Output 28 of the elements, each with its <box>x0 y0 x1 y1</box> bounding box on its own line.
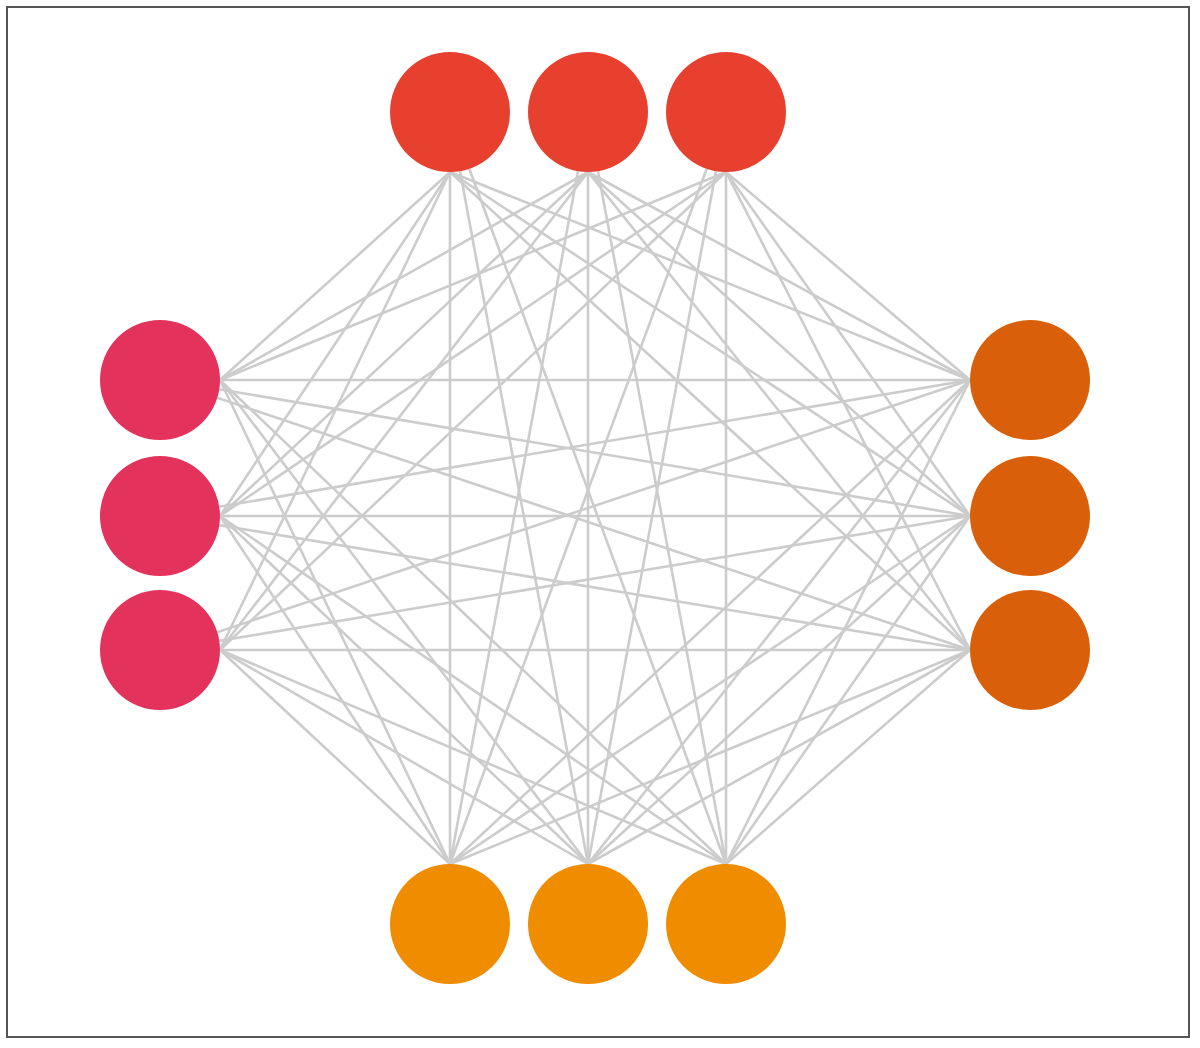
connector-line <box>219 379 727 865</box>
connector-line <box>449 171 971 651</box>
connector-line <box>724 172 728 864</box>
connector-line <box>724 379 972 865</box>
connector-line <box>448 172 452 864</box>
connector-line <box>219 648 727 866</box>
connector-line <box>220 648 970 652</box>
connector-line <box>724 515 972 865</box>
connector-line <box>449 170 971 382</box>
connector-line <box>587 515 971 865</box>
connector-line <box>724 171 972 517</box>
connector-line <box>219 170 727 382</box>
connector-line <box>218 171 452 517</box>
connector-line <box>218 171 452 651</box>
connector-line <box>449 648 971 866</box>
connector-line <box>725 649 971 865</box>
connector-line <box>219 171 727 651</box>
connector-line <box>218 379 452 865</box>
connector-line <box>218 515 452 865</box>
connector-line <box>219 649 451 865</box>
connector-line <box>449 379 971 865</box>
connector-line <box>219 515 589 865</box>
connector-line <box>219 171 451 381</box>
connector-line <box>725 171 971 381</box>
connector-line <box>219 171 589 517</box>
connector-line <box>724 171 972 651</box>
connector-line <box>587 171 971 517</box>
connector-line <box>220 378 970 382</box>
